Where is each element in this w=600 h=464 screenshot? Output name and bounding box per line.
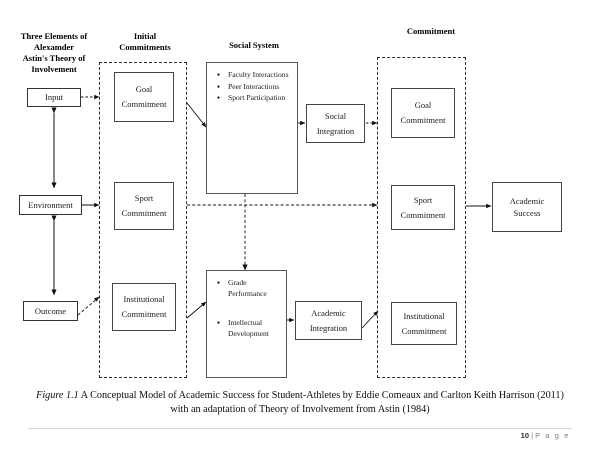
header-social-system-label: Social System bbox=[229, 40, 279, 50]
node-initial-goal-line-1: Goal bbox=[135, 84, 153, 94]
node-commitment-institutional[interactable]: Institutional Commitment bbox=[391, 302, 457, 345]
header-left-line-1: Three Elements of bbox=[20, 31, 88, 41]
node-academic-integration-line-1: Academic bbox=[311, 307, 346, 318]
academic-system-bullet-2: Intellectual Development bbox=[217, 318, 280, 339]
node-commitment-sport[interactable]: Sport Commitment bbox=[391, 185, 455, 230]
node-academic-success-line-2: Success bbox=[513, 208, 541, 218]
box-academic-system: Grade Performance Intellectual Developme… bbox=[206, 270, 287, 378]
node-commitment-institutional-line-1: Institutional bbox=[403, 310, 445, 321]
node-academic-integration-line-2: Integration bbox=[309, 322, 348, 333]
figure-caption-label: Figure 1.1 bbox=[36, 390, 79, 401]
figure-caption-text: A Conceptual Model of Academic Success f… bbox=[78, 390, 564, 415]
node-initial-institutional-commitment[interactable]: Institutional Commitment bbox=[112, 283, 176, 331]
node-initial-institutional-line-1: Institutional bbox=[123, 294, 165, 304]
header-left-line-3: Astin's Theory of bbox=[22, 53, 86, 63]
node-input-label: Input bbox=[45, 92, 63, 102]
node-commitment-goal-line-2: Commitment bbox=[400, 115, 446, 125]
header-initial-line-2: Commitments bbox=[119, 42, 171, 52]
social-system-bullet-1: Faculty Interactions bbox=[217, 70, 291, 81]
header-social-system: Social System bbox=[198, 40, 310, 51]
node-social-integration-line-1: Social bbox=[324, 110, 347, 121]
footer-page-number: 10 bbox=[520, 431, 530, 440]
footer-page-word: P a g e bbox=[535, 431, 570, 440]
social-system-bullet-2: Peer Interactions bbox=[217, 82, 291, 93]
box-social-system: Faculty Interactions Peer Interactions S… bbox=[206, 62, 298, 194]
figure-caption: Figure 1.1 A Conceptual Model of Academi… bbox=[28, 389, 572, 417]
footer-divider bbox=[28, 428, 572, 429]
node-academic-success[interactable]: Academic Success bbox=[492, 182, 562, 232]
node-commitment-sport-line-1: Sport bbox=[413, 194, 433, 205]
node-initial-sport-commitment[interactable]: Sport Commitment bbox=[114, 182, 174, 230]
arrow-initial-to-academic-system bbox=[186, 301, 207, 319]
header-commitment: Commitment bbox=[372, 26, 490, 37]
arrow-academicintegration-to-commitment bbox=[361, 310, 379, 329]
node-commitment-goal-line-1: Goal bbox=[414, 100, 432, 110]
social-system-bullet-list: Faculty Interactions Peer Interactions S… bbox=[215, 70, 291, 104]
academic-system-bullet-list: Grade Performance Intellectual Developme… bbox=[215, 278, 280, 339]
node-commitment-sport-line-2: Commitment bbox=[400, 209, 446, 220]
node-social-integration[interactable]: Social Integration bbox=[306, 104, 365, 143]
node-academic-success-line-1: Academic bbox=[509, 196, 545, 206]
social-system-bullet-3: Sport Participation bbox=[217, 93, 291, 104]
node-initial-sport-line-2: Commitment bbox=[121, 208, 167, 218]
header-left-line-4: Involvement bbox=[31, 64, 77, 74]
academic-system-bullet-1: Grade Performance bbox=[217, 278, 280, 299]
node-environment[interactable]: Environment bbox=[19, 195, 82, 215]
page-footer: 10 | P a g e bbox=[521, 431, 570, 441]
node-outcome-label: Outcome bbox=[34, 305, 67, 316]
node-initial-institutional-line-2: Commitment bbox=[121, 309, 167, 319]
node-commitment-goal[interactable]: Goal Commitment bbox=[391, 88, 455, 138]
node-social-integration-line-2: Integration bbox=[316, 125, 355, 136]
footer-separator: | bbox=[531, 431, 534, 440]
header-initial-line-1: Initial bbox=[133, 31, 157, 41]
node-initial-goal-commitment[interactable]: Goal Commitment bbox=[114, 72, 174, 122]
region-commitment bbox=[377, 57, 466, 378]
header-commitment-label: Commitment bbox=[406, 26, 456, 36]
arrow-initial-to-social-system bbox=[186, 102, 207, 128]
header-left-column: Three Elements of Alexamder Astin's Theo… bbox=[6, 31, 102, 75]
node-input[interactable]: Input bbox=[27, 88, 81, 107]
node-environment-label: Environment bbox=[28, 199, 73, 210]
node-outcome[interactable]: Outcome bbox=[23, 301, 78, 321]
node-initial-sport-line-1: Sport bbox=[134, 193, 154, 203]
node-commitment-institutional-line-2: Commitment bbox=[401, 325, 447, 336]
node-academic-integration[interactable]: Academic Integration bbox=[295, 301, 362, 340]
node-initial-goal-line-2: Commitment bbox=[121, 99, 167, 109]
header-left-line-2: Alexamder bbox=[33, 42, 75, 52]
header-initial-commitments: Initial Commitments bbox=[103, 31, 187, 53]
region-initial-commitments bbox=[99, 62, 187, 378]
arrow-outcome-to-initial-commitments bbox=[77, 296, 100, 316]
